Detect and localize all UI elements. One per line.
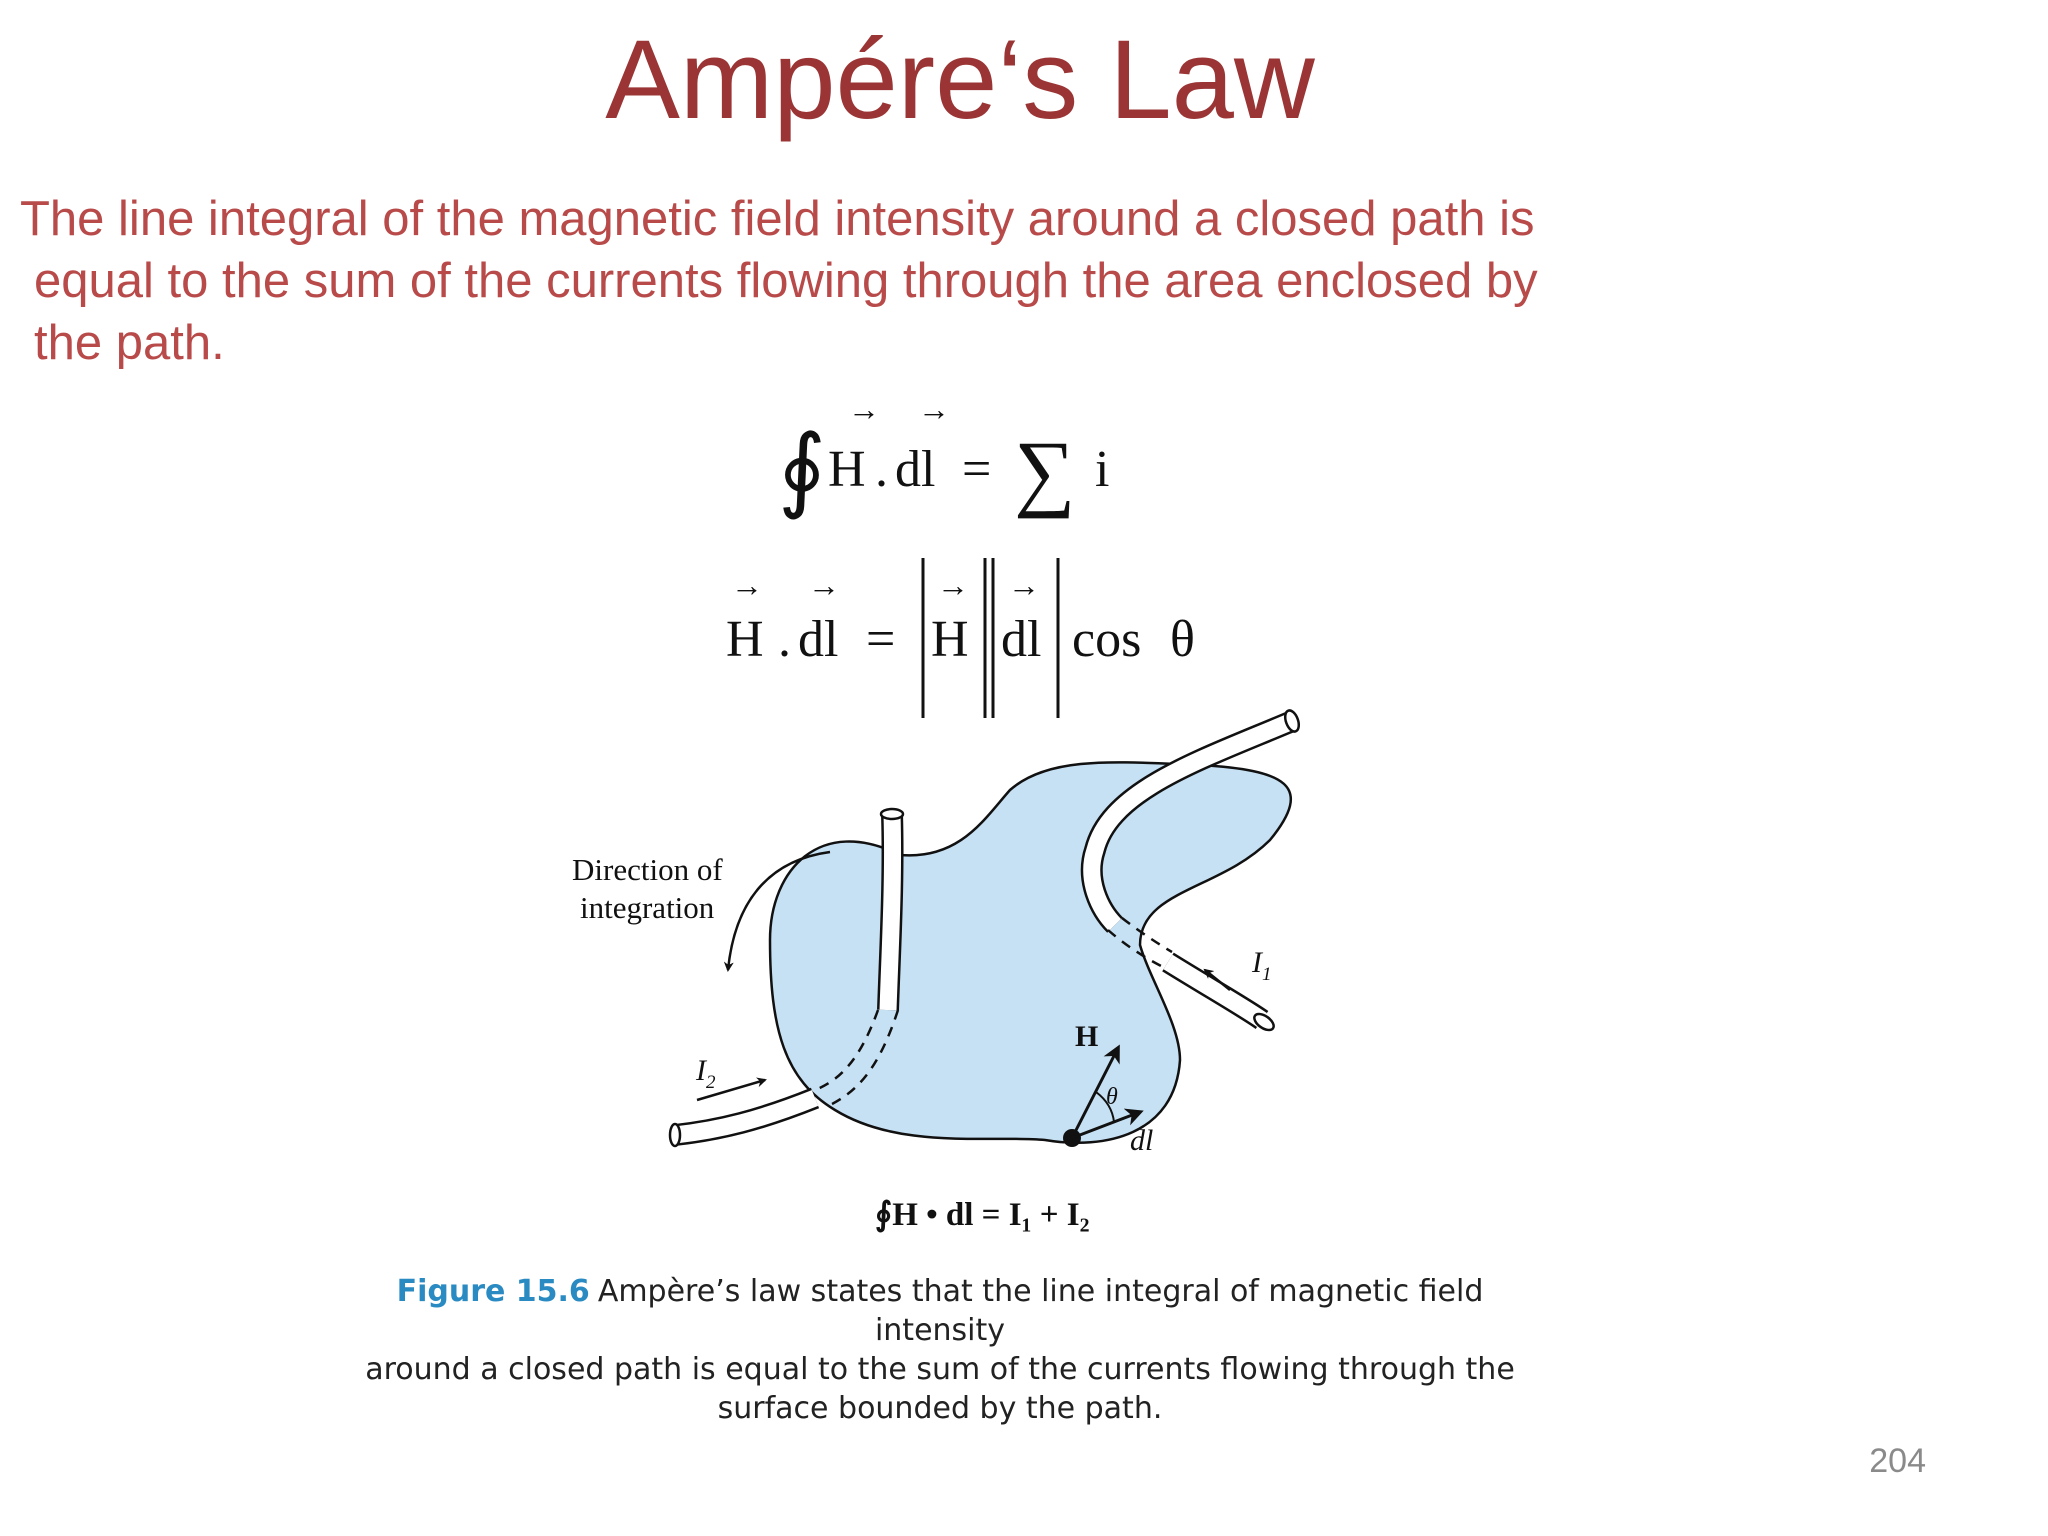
theta-arc (1095, 1091, 1115, 1123)
wire-i2-bottom-inner (674, 1090, 819, 1144)
wire-i1-bottom-inner (1163, 954, 1267, 1027)
wire-i2-top-end (879, 807, 905, 821)
eq1-h: H (828, 441, 866, 498)
vector-h (1070, 1044, 1120, 1139)
wire-i1-top-end (1283, 709, 1301, 733)
current-i1-arrow (1203, 968, 1231, 991)
vector-h-label: H (1075, 1020, 1098, 1053)
eq2-cos: cos (1072, 611, 1141, 668)
wire-i2-top-inner (879, 813, 902, 1011)
eq1-arrow-dl: → (918, 391, 950, 427)
intro-paragraph: The line integral of the magnetic field … (20, 188, 1640, 374)
wire-i1-bottom-end (1253, 1012, 1275, 1032)
eq2-arrow-h: → (731, 567, 763, 603)
direction-label-line2: integration (580, 890, 715, 925)
eq1-sum-symbol: ∑ (1014, 423, 1075, 519)
eq1-dl: dl (895, 441, 935, 498)
wire-i1 (1080, 709, 1301, 1032)
caption-line-2: around a closed path is equal to the sum… (365, 1352, 1515, 1387)
eq2-abs-dl: dl (1001, 611, 1041, 668)
equation-line-integral: → → ∮ H . dl = ∑ i (778, 391, 1109, 520)
eq1-i: i (1095, 441, 1109, 498)
eq1-arrow-h: → (848, 391, 880, 427)
equation-dot-product: → → H . dl = → H → dl cos θ (726, 558, 1195, 718)
enclosed-surface (768, 761, 1292, 1144)
eq2-theta: θ (1170, 611, 1195, 668)
vector-dl (1071, 1108, 1144, 1140)
page-number: 204 (1869, 1442, 1926, 1480)
current-i2-label: I2 (695, 1054, 716, 1093)
eq1-dot: . (875, 441, 888, 498)
wire-i1-hidden-a (1107, 929, 1166, 970)
wire-i1-hidden-b (1121, 917, 1173, 954)
caption-line-3: surface bounded by the path. (717, 1391, 1163, 1426)
intro-line-1: The line integral of the magnetic field … (20, 192, 1535, 246)
eq1-equals: = (962, 441, 991, 498)
eq2-h: H (726, 611, 764, 668)
theta-label: θ (1106, 1084, 1118, 1110)
caption-figure-label: Figure 15.6 (396, 1274, 590, 1309)
direction-arrow (723, 850, 831, 972)
intro-line-3: the path. (34, 316, 225, 370)
wire-i2-bottom-end (668, 1122, 682, 1148)
figure-equation: ∮H • dl = I₁ + I₂ (875, 1197, 1090, 1233)
eq2-abs-arrow-dl: → (1008, 567, 1040, 603)
wire-i2-hidden-left (814, 1009, 880, 1092)
direction-label-line1: Direction of (572, 852, 723, 887)
eq1-integral-symbol: ∮ (778, 418, 826, 520)
wire-i1-top-inner (1083, 714, 1294, 932)
wire-i2-hidden-right (829, 1009, 900, 1107)
eq2-abs-h: H (931, 611, 969, 668)
eq2-arrow-dl: → (808, 567, 840, 603)
eq2-equals: = (866, 611, 895, 668)
eq2-dot: . (778, 611, 791, 668)
eq2-dl: dl (798, 611, 838, 668)
caption-text-1: Ampère’s law states that the line integr… (597, 1274, 1484, 1348)
vector-dl-label: dl (1130, 1124, 1153, 1157)
ampere-diagram: Direction of integration I1 I2 H θ dl ∮H… (572, 709, 1301, 1233)
slide-title: Ampére‘s Law (605, 17, 1315, 142)
eq2-abs-arrow-h: → (937, 567, 969, 603)
current-i2-arrow (696, 1077, 767, 1102)
intro-line-2: equal to the sum of the currents flowing… (34, 254, 1538, 308)
current-i1-label: I1 (1251, 946, 1272, 985)
wire-i2 (668, 807, 905, 1148)
